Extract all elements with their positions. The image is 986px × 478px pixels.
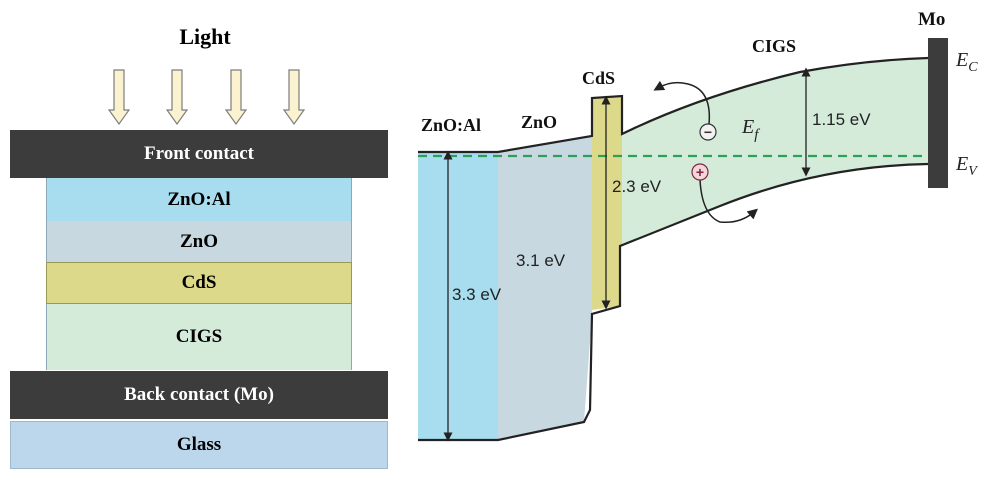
band-label-zno-al: ZnO:Al — [421, 115, 481, 135]
electron-path-arrow — [653, 80, 711, 125]
layer-zno-label: ZnO — [179, 230, 219, 252]
band-label-cigs: CIGS — [752, 36, 796, 56]
electron-sign: − — [704, 124, 712, 140]
light-arrows — [107, 69, 306, 126]
mo-contact-bar — [928, 38, 948, 188]
light-label: Light — [179, 24, 231, 49]
layer-cigs-label: CIGS — [175, 326, 223, 347]
layer-front-contact-label: Front contact — [144, 143, 254, 164]
valence-band-line — [418, 162, 929, 442]
layer-back-contact-label: Back contact (Mo) — [124, 384, 274, 405]
light-arrow-1-icon — [107, 69, 131, 126]
hole-icon — [691, 163, 709, 181]
light-arrow-4-icon — [282, 69, 306, 126]
region-cigs — [622, 58, 928, 244]
energy-label-zno: 3.1 eV — [516, 251, 566, 270]
layer-cds-label: CdS — [181, 272, 217, 293]
hole-sign: + — [696, 164, 704, 180]
energy-label-cds: 2.3 eV — [612, 177, 662, 196]
electron-icon — [699, 123, 717, 141]
conduction-band-line — [418, 56, 929, 154]
layer-front-contact: Front contact — [10, 130, 388, 178]
band-label-mo: Mo — [918, 9, 945, 30]
layer-cigs: CIGS — [46, 304, 352, 370]
region-zno-al — [418, 152, 498, 440]
hole-path-arrow — [699, 179, 758, 224]
layer-glass: Glass — [10, 421, 388, 469]
region-zno — [498, 136, 592, 440]
ef-symbol: Ef — [741, 116, 760, 143]
layer-zno: ZnO — [46, 221, 352, 262]
layer-cds: CdS — [46, 262, 352, 304]
layer-back-contact: Back contact (Mo) — [10, 371, 388, 419]
layer-glass-label: Glass — [176, 434, 222, 455]
ev-symbol: EV — [955, 153, 978, 179]
ec-symbol: EC — [955, 49, 978, 75]
layer-zno-al-label: ZnO:Al — [167, 188, 231, 210]
energy-label-zno-al: 3.3 eV — [452, 285, 502, 304]
band-label-zno: ZnO — [521, 112, 557, 132]
layer-zno-al: ZnO:Al — [46, 178, 352, 221]
energy-label-cigs: 1.15 eV — [812, 110, 871, 129]
region-cds — [592, 96, 622, 310]
light-arrow-2-icon — [165, 69, 189, 126]
light-arrow-3-icon — [224, 69, 248, 126]
band-label-cds: CdS — [582, 68, 615, 88]
